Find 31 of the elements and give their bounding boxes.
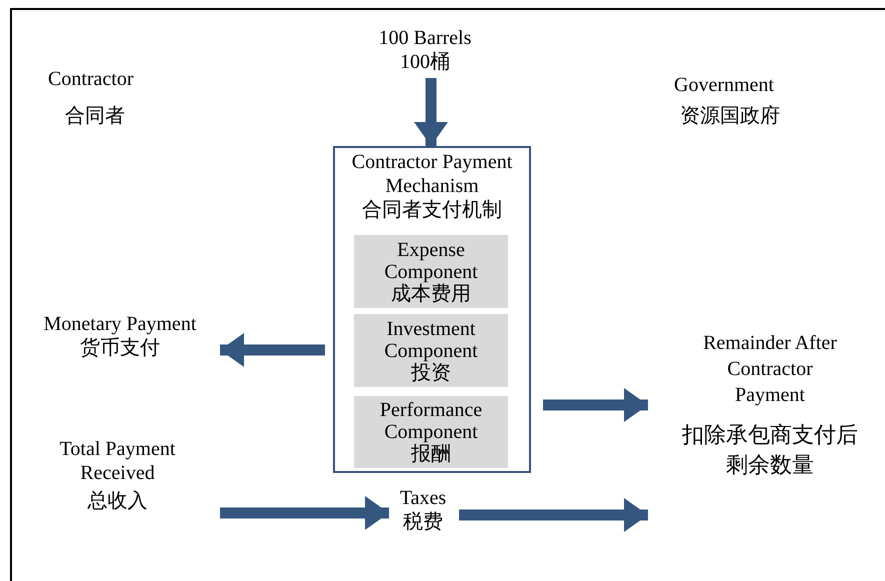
component-box xyxy=(354,314,508,387)
node-title: Total Payment Received xyxy=(58,437,176,485)
node-title: 100 Barrels xyxy=(378,26,472,50)
mechanism-box xyxy=(333,146,531,473)
node-subtitle: 报酬 xyxy=(411,443,451,465)
node-subtitle: 投资 xyxy=(411,362,451,384)
component-box xyxy=(354,396,508,468)
node-subtitle: 100桶 xyxy=(400,50,450,74)
node-subtitle: 合同者支付机制 xyxy=(362,198,502,222)
node-title: Remainder After Contractor Payment xyxy=(702,331,838,408)
block-arrow xyxy=(543,388,648,422)
block-arrow xyxy=(459,498,648,532)
node-title: Contractor Payment Mechanism xyxy=(350,150,514,198)
node-title: Performance Component xyxy=(378,399,484,443)
node-subtitle: 货币支付 xyxy=(80,336,160,360)
party-label: 合同者 xyxy=(65,104,125,129)
block-arrow xyxy=(220,496,389,530)
node-title: Monetary Payment xyxy=(44,312,196,336)
node-title: Taxes xyxy=(400,486,446,510)
node-subtitle: 总收入 xyxy=(88,489,148,513)
party-label: Contractor xyxy=(48,67,134,92)
block-arrow xyxy=(220,333,325,367)
node-title: Expense Component xyxy=(383,238,479,282)
node-title: Investment Component xyxy=(383,318,479,362)
node-subtitle: 扣除承包商支付后剩余数量 xyxy=(681,421,859,479)
node-subtitle: 成本费用 xyxy=(391,282,471,304)
party-label: 资源国政府 xyxy=(680,104,780,129)
block-arrow xyxy=(414,78,448,146)
component-box xyxy=(354,235,508,308)
node-subtitle: 税费 xyxy=(403,510,443,534)
party-label: Government xyxy=(674,73,774,98)
